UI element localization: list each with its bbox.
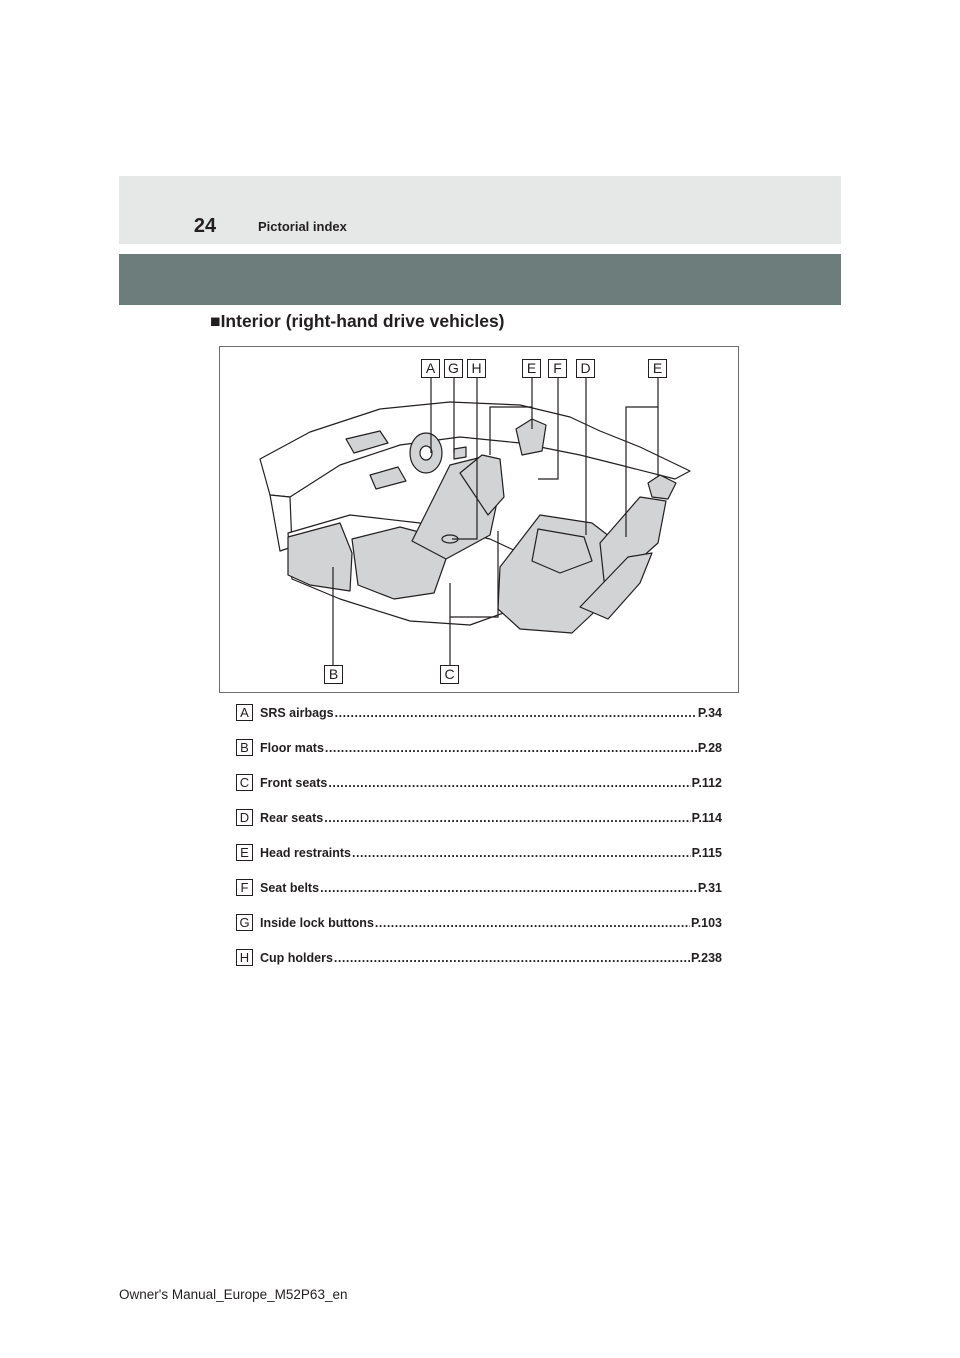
leader-dots xyxy=(334,951,690,966)
figure-label-h: H xyxy=(467,359,486,378)
leader-dots xyxy=(324,811,690,826)
footer-manual-id: Owner's Manual_Europe_M52P63_en xyxy=(119,1287,348,1302)
legend-page-link[interactable]: P.31 xyxy=(697,881,722,895)
figure-label-g: G xyxy=(444,359,463,378)
legend-item: G Inside lock buttons P.103 xyxy=(236,914,722,949)
figure-label-d: D xyxy=(576,359,595,378)
car-interior-illustration xyxy=(259,377,691,665)
legend-page-link[interactable]: P.238 xyxy=(690,951,722,965)
legend-item: C Front seats P.112 xyxy=(236,774,722,809)
legend-letter: A xyxy=(236,704,253,721)
figure-label-e: E xyxy=(522,359,541,378)
legend-item: F Seat belts P.31 xyxy=(236,879,722,914)
figure-label-b: B xyxy=(324,665,343,684)
leader-dots xyxy=(325,741,697,756)
title-band xyxy=(119,254,841,305)
legend-item: H Cup holders P.238 xyxy=(236,949,722,984)
legend-page-link[interactable]: P.103 xyxy=(690,916,722,930)
figure-label-f: F xyxy=(548,359,567,378)
legend-page-link[interactable]: P.115 xyxy=(691,846,722,860)
legend-item: E Head restraints P.115 xyxy=(236,844,722,879)
legend-name: Floor mats xyxy=(260,741,324,755)
legend-name: Front seats xyxy=(260,776,328,790)
legend-item: B Floor mats P.28 xyxy=(236,739,722,774)
leader-dots xyxy=(328,776,690,791)
figure-label-a: A xyxy=(421,359,440,378)
leader-dots xyxy=(335,706,697,721)
legend-name: Head restraints xyxy=(260,846,352,860)
legend-page-link[interactable]: P.114 xyxy=(691,811,722,825)
legend-letter: D xyxy=(236,809,253,826)
section-title: Pictorial index xyxy=(258,219,347,234)
legend-letter: E xyxy=(236,844,253,861)
leader-dots xyxy=(320,881,697,896)
legend-name: SRS airbags xyxy=(260,706,334,720)
legend-page-link[interactable]: P.28 xyxy=(697,741,722,755)
leader-dots xyxy=(375,916,690,931)
legend-name: Cup holders xyxy=(260,951,333,965)
legend-name: Seat belts xyxy=(260,881,320,895)
sub-heading: ■Interior (right-hand drive vehicles) xyxy=(210,311,505,331)
header-band xyxy=(119,176,841,244)
interior-figure: A G H E F D E B C xyxy=(219,346,739,693)
legend-letter: B xyxy=(236,739,253,756)
legend-page-link[interactable]: P.112 xyxy=(691,776,722,790)
legend-item: D Rear seats P.114 xyxy=(236,809,722,844)
legend-letter: C xyxy=(236,774,253,791)
legend-page-link[interactable]: P.34 xyxy=(697,706,722,720)
legend-letter: F xyxy=(236,879,253,896)
page-number: 24 xyxy=(193,215,217,237)
figure-label-e-rear: E xyxy=(648,359,667,378)
leader-dots xyxy=(352,846,691,861)
legend-name: Inside lock buttons xyxy=(260,916,374,930)
legend-letter: H xyxy=(236,949,253,966)
legend-item: A SRS airbags P.34 xyxy=(236,704,722,739)
figure-label-c: C xyxy=(440,665,459,684)
legend-name: Rear seats xyxy=(260,811,324,825)
legend-list: A SRS airbags P.34 B Floor mats P.28 C Fro… xyxy=(236,704,722,984)
legend-letter: G xyxy=(236,914,253,931)
